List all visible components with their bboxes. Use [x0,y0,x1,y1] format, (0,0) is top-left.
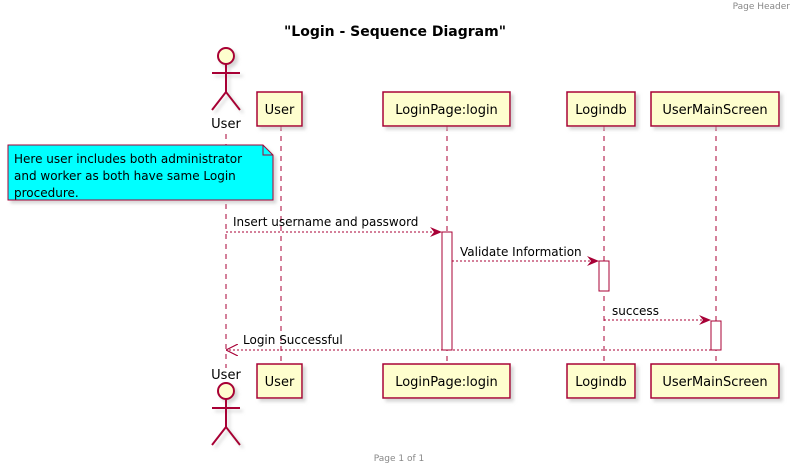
actor-user-top-label: User [211,117,241,132]
participant-main-screen-bottom-label: UserMainScreen [662,375,767,390]
participant-logindb-bottom-label: Logindb [575,375,627,390]
message-label-4: Login Successful [243,333,343,347]
participant-main-screen-top [650,91,780,127]
actor-user-bottom [211,382,241,446]
message-label-3: success [612,304,659,318]
participant-logindb-bottom [566,363,636,399]
participant-logindb-top-label: Logindb [575,103,627,118]
note-line: procedure. [14,186,79,200]
participant-main-screen-top-label: UserMainScreen [662,103,767,118]
participant-user-top [256,91,303,127]
participant-user-bottom-label: User [265,375,295,390]
participant-login-page-bottom [382,363,511,399]
actor-user-bottom-label: User [211,368,241,383]
page-footer: Page 1 of 1 [373,454,425,464]
note-line: Here user includes both administrator [14,152,243,166]
activation-login-page [441,231,453,351]
message-label-2: Validate Information [460,245,582,259]
message-label-1: Insert username and password [233,215,418,229]
participant-user-top-label: User [265,103,295,118]
participant-login-page-top [382,91,511,127]
activation-main-screen [710,320,722,351]
participant-login-page-top-label: LoginPage:login [395,103,498,118]
participant-user-bottom [256,363,303,399]
diagram-title: "Login - Sequence Diagram" [284,24,506,40]
note-box [7,144,274,201]
participant-main-screen-bottom [650,363,780,399]
activation-logindb [598,260,610,292]
actor-user-top [211,47,241,111]
participant-login-page-bottom-label: LoginPage:login [395,375,498,390]
note-text: Here user includes both administrator an… [14,151,270,202]
participant-logindb-top [566,91,636,127]
note-line: and worker as both have same Login [14,169,236,183]
page-header: Page Header [732,2,790,12]
